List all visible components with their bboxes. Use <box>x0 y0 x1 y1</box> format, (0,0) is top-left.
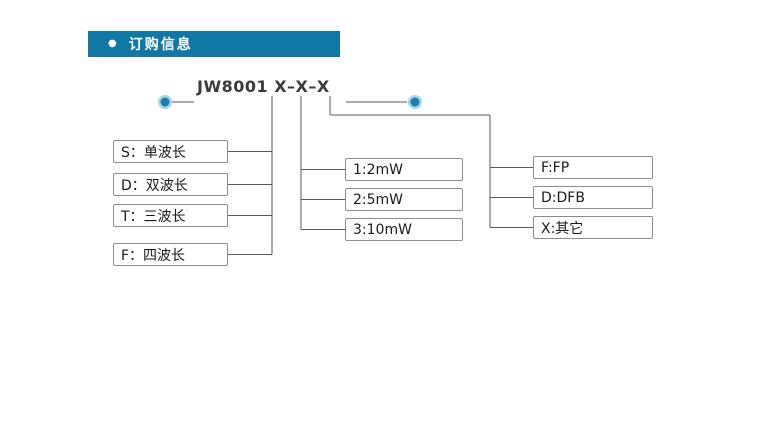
section-header: ● 订购信息 <box>88 31 340 57</box>
section-title: 订购信息 <box>128 37 193 53</box>
option-box-laser-type: D:DFB <box>533 186 653 209</box>
model-code: JW8001 X–X–X <box>197 77 330 96</box>
option-box-laser-type: X:其它 <box>533 216 653 239</box>
option-box-wavelength: S：单波长 <box>113 140 228 163</box>
option-box-power: 1:2mW <box>345 158 463 181</box>
bullet-icon: ● <box>108 38 117 49</box>
option-box-wavelength: D：双波长 <box>113 173 228 196</box>
option-box-laser-type: F:FP <box>533 156 653 179</box>
anchor-dot-right <box>408 95 422 109</box>
option-box-power: 2:5mW <box>345 188 463 211</box>
option-box-wavelength: F：四波长 <box>113 243 228 266</box>
option-box-wavelength: T：三波长 <box>113 204 228 227</box>
anchor-dot-left <box>158 95 172 109</box>
option-box-power: 3:10mW <box>345 218 463 241</box>
